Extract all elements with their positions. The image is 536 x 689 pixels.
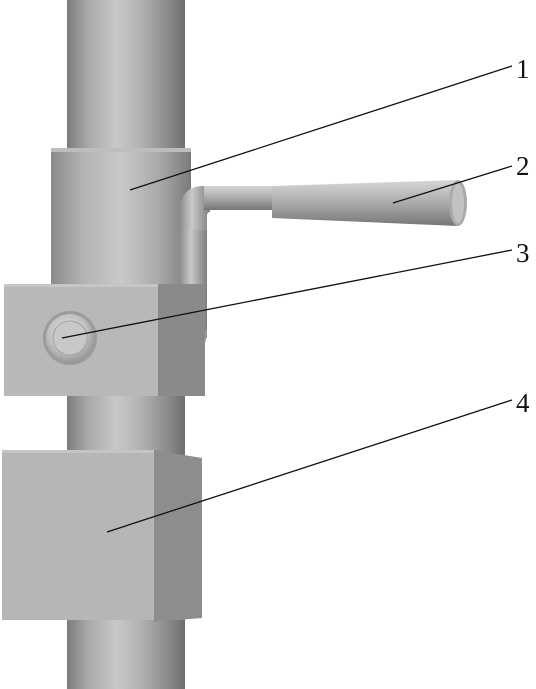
callout-3: 3 xyxy=(516,238,530,268)
callout-4: 4 xyxy=(516,388,530,418)
collar xyxy=(51,148,191,290)
callout-1: 1 xyxy=(516,54,530,84)
lower-block xyxy=(2,450,202,622)
leader-line-4 xyxy=(106,399,513,533)
crank-handle xyxy=(170,180,467,355)
screw-knob xyxy=(43,311,97,365)
clamp-block xyxy=(4,284,205,396)
leader-line-1 xyxy=(129,65,513,191)
leader-line-2 xyxy=(392,165,513,204)
leader-line-3 xyxy=(61,249,513,339)
callout-2: 2 xyxy=(516,151,530,181)
